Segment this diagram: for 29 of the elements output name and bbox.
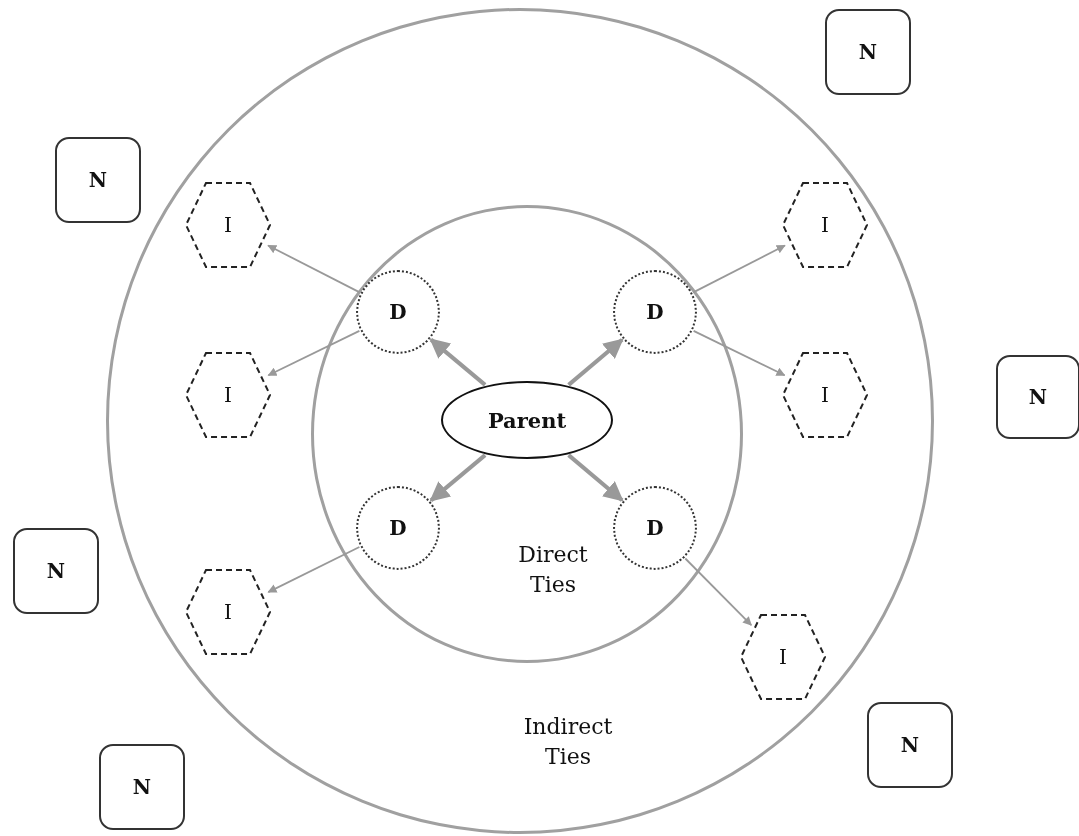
dotted-circle-node: D — [613, 486, 697, 570]
dashed-hexagon-node: I — [739, 613, 827, 701]
ring-label: Indirect Ties — [522, 713, 614, 771]
rounded-square-node: N — [867, 702, 953, 788]
arrow — [429, 453, 487, 502]
arrow — [429, 338, 487, 387]
arrow — [267, 330, 361, 377]
dashed-hexagon-node: I — [184, 181, 272, 269]
rounded-square-node: N — [13, 528, 99, 614]
rounded-square-node: N — [55, 137, 141, 223]
dashed-hexagon-node: I — [781, 351, 869, 439]
inner-circle — [311, 205, 743, 663]
ring-label: Direct Ties — [517, 541, 589, 599]
parent-ellipse: Parent — [441, 381, 613, 459]
dotted-circle-node: D — [613, 270, 697, 354]
dashed-hexagon-node: I — [184, 568, 272, 656]
rounded-square-node: N — [996, 355, 1079, 439]
arrow — [692, 330, 786, 377]
arrow — [567, 338, 624, 387]
dotted-circle-node: D — [356, 486, 440, 570]
arrow — [692, 244, 786, 294]
dashed-hexagon-node: I — [781, 181, 869, 269]
rounded-square-node: N — [99, 744, 185, 830]
arrow — [684, 557, 753, 626]
dashed-hexagon-node: I — [184, 351, 272, 439]
arrow — [267, 546, 361, 593]
arrow — [567, 453, 624, 502]
dotted-circle-node: D — [356, 270, 440, 354]
arrow — [267, 244, 361, 294]
